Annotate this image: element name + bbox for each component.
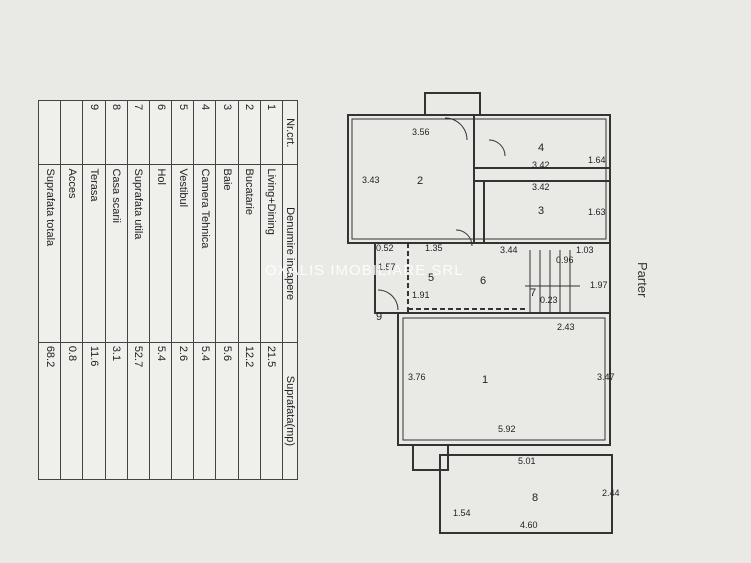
dim-1-63: 1.63 [588,207,606,217]
dim-5-01: 5.01 [518,456,536,466]
terrace-walls [439,454,613,534]
entrance-porch [424,92,481,116]
room-number-9: 9 [376,311,383,323]
room-number-6: 6 [480,275,487,287]
dim-1-97: 1.97 [590,280,608,290]
dim-1-03: 1.03 [576,245,594,255]
living-block-walls [397,312,611,446]
dim-1-57: 1.57 [378,262,396,272]
stairs [525,250,580,313]
dim-1-64: 1.64 [588,155,606,165]
room-number-8: 8 [532,492,539,504]
dim-3-56: 3.56 [412,127,430,137]
dim-2-44: 2.44 [602,488,620,498]
room-number-7: 7 [530,287,537,299]
watermark: OXALIS IMOBILIARE SRL [265,262,464,279]
dim-3-76: 3.76 [408,372,426,382]
dim-1-91: 1.91 [412,290,430,300]
room-number-4: 4 [538,142,545,154]
dim-0-96: 0.96 [556,255,574,265]
dim-0-52: 0.52 [376,243,394,253]
dim-5-92: 5.92 [498,424,516,434]
dim-3-42-b: 3.42 [532,182,550,192]
room-number-5: 5 [428,272,435,284]
plan-title: Parter [635,262,650,298]
dim-3-43: 3.43 [362,175,380,185]
dim-1-35: 1.35 [425,243,443,253]
dim-0-23: 0.23 [540,295,558,305]
dim-1-54: 1.54 [453,508,471,518]
dim-3-47: 3.47 [597,372,615,382]
dim-4-60: 4.60 [520,520,538,530]
dim-2-43: 2.43 [557,322,575,332]
dim-3-42-a: 3.42 [532,160,550,170]
room-number-1: 1 [482,374,489,386]
dim-3-44: 3.44 [500,245,518,255]
room-number-2: 2 [417,175,424,187]
room-number-3: 3 [538,205,545,217]
